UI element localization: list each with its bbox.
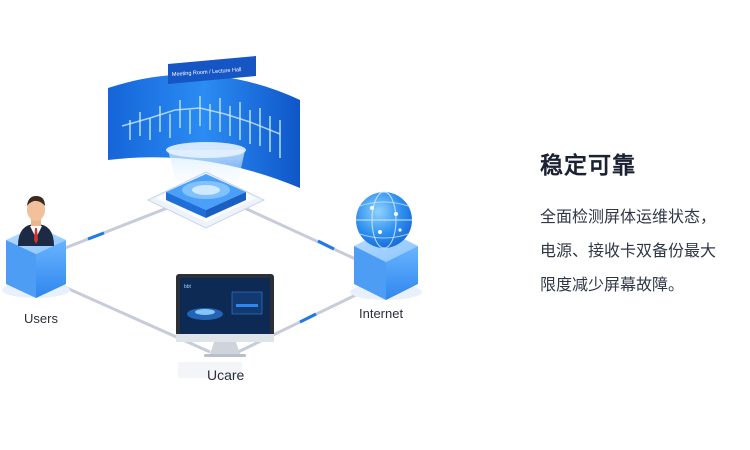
globe-icon xyxy=(356,191,412,249)
monitor-text: bbt xyxy=(184,284,192,290)
feature-text-panel: 稳定可靠 全面检测屏体运维状态， 电源、接收卡双备份最大 限度减少屏幕故障。 xyxy=(540,146,750,302)
projection-beam xyxy=(168,150,245,182)
link-hub-internet xyxy=(237,203,363,264)
screen-bars xyxy=(129,96,281,158)
ucare-label: Ucare xyxy=(207,367,245,383)
network-diagram: Meeting Room / Lecture Hall xyxy=(2,56,422,378)
feature-desc-line-2: 电源、接收卡双备份最大 xyxy=(540,241,717,260)
screen-banner-text: Meeting Room / Lecture Hall xyxy=(172,67,242,78)
feature-desc-line-1: 全面检测屏体运维状态， xyxy=(540,207,717,226)
link-highlights xyxy=(87,231,335,324)
feature-title: 稳定可靠 xyxy=(540,153,636,179)
link-users-hub xyxy=(59,203,176,252)
internet-label: Internet xyxy=(359,306,404,321)
desktop-monitor-icon: bbt xyxy=(176,274,274,357)
users-node xyxy=(2,196,70,298)
curved-led-screen-icon: Meeting Room / Lecture Hall xyxy=(108,56,300,188)
feature-desc-line-3: 限度减少屏幕故障。 xyxy=(540,275,685,294)
screen-banner: Meeting Room / Lecture Hall xyxy=(168,56,256,84)
users-label: Users xyxy=(24,311,58,326)
central-hub-platform xyxy=(146,171,266,229)
ucare-node: bbt xyxy=(176,274,274,378)
businessman-avatar-icon xyxy=(18,196,54,246)
internet-node xyxy=(350,191,422,300)
